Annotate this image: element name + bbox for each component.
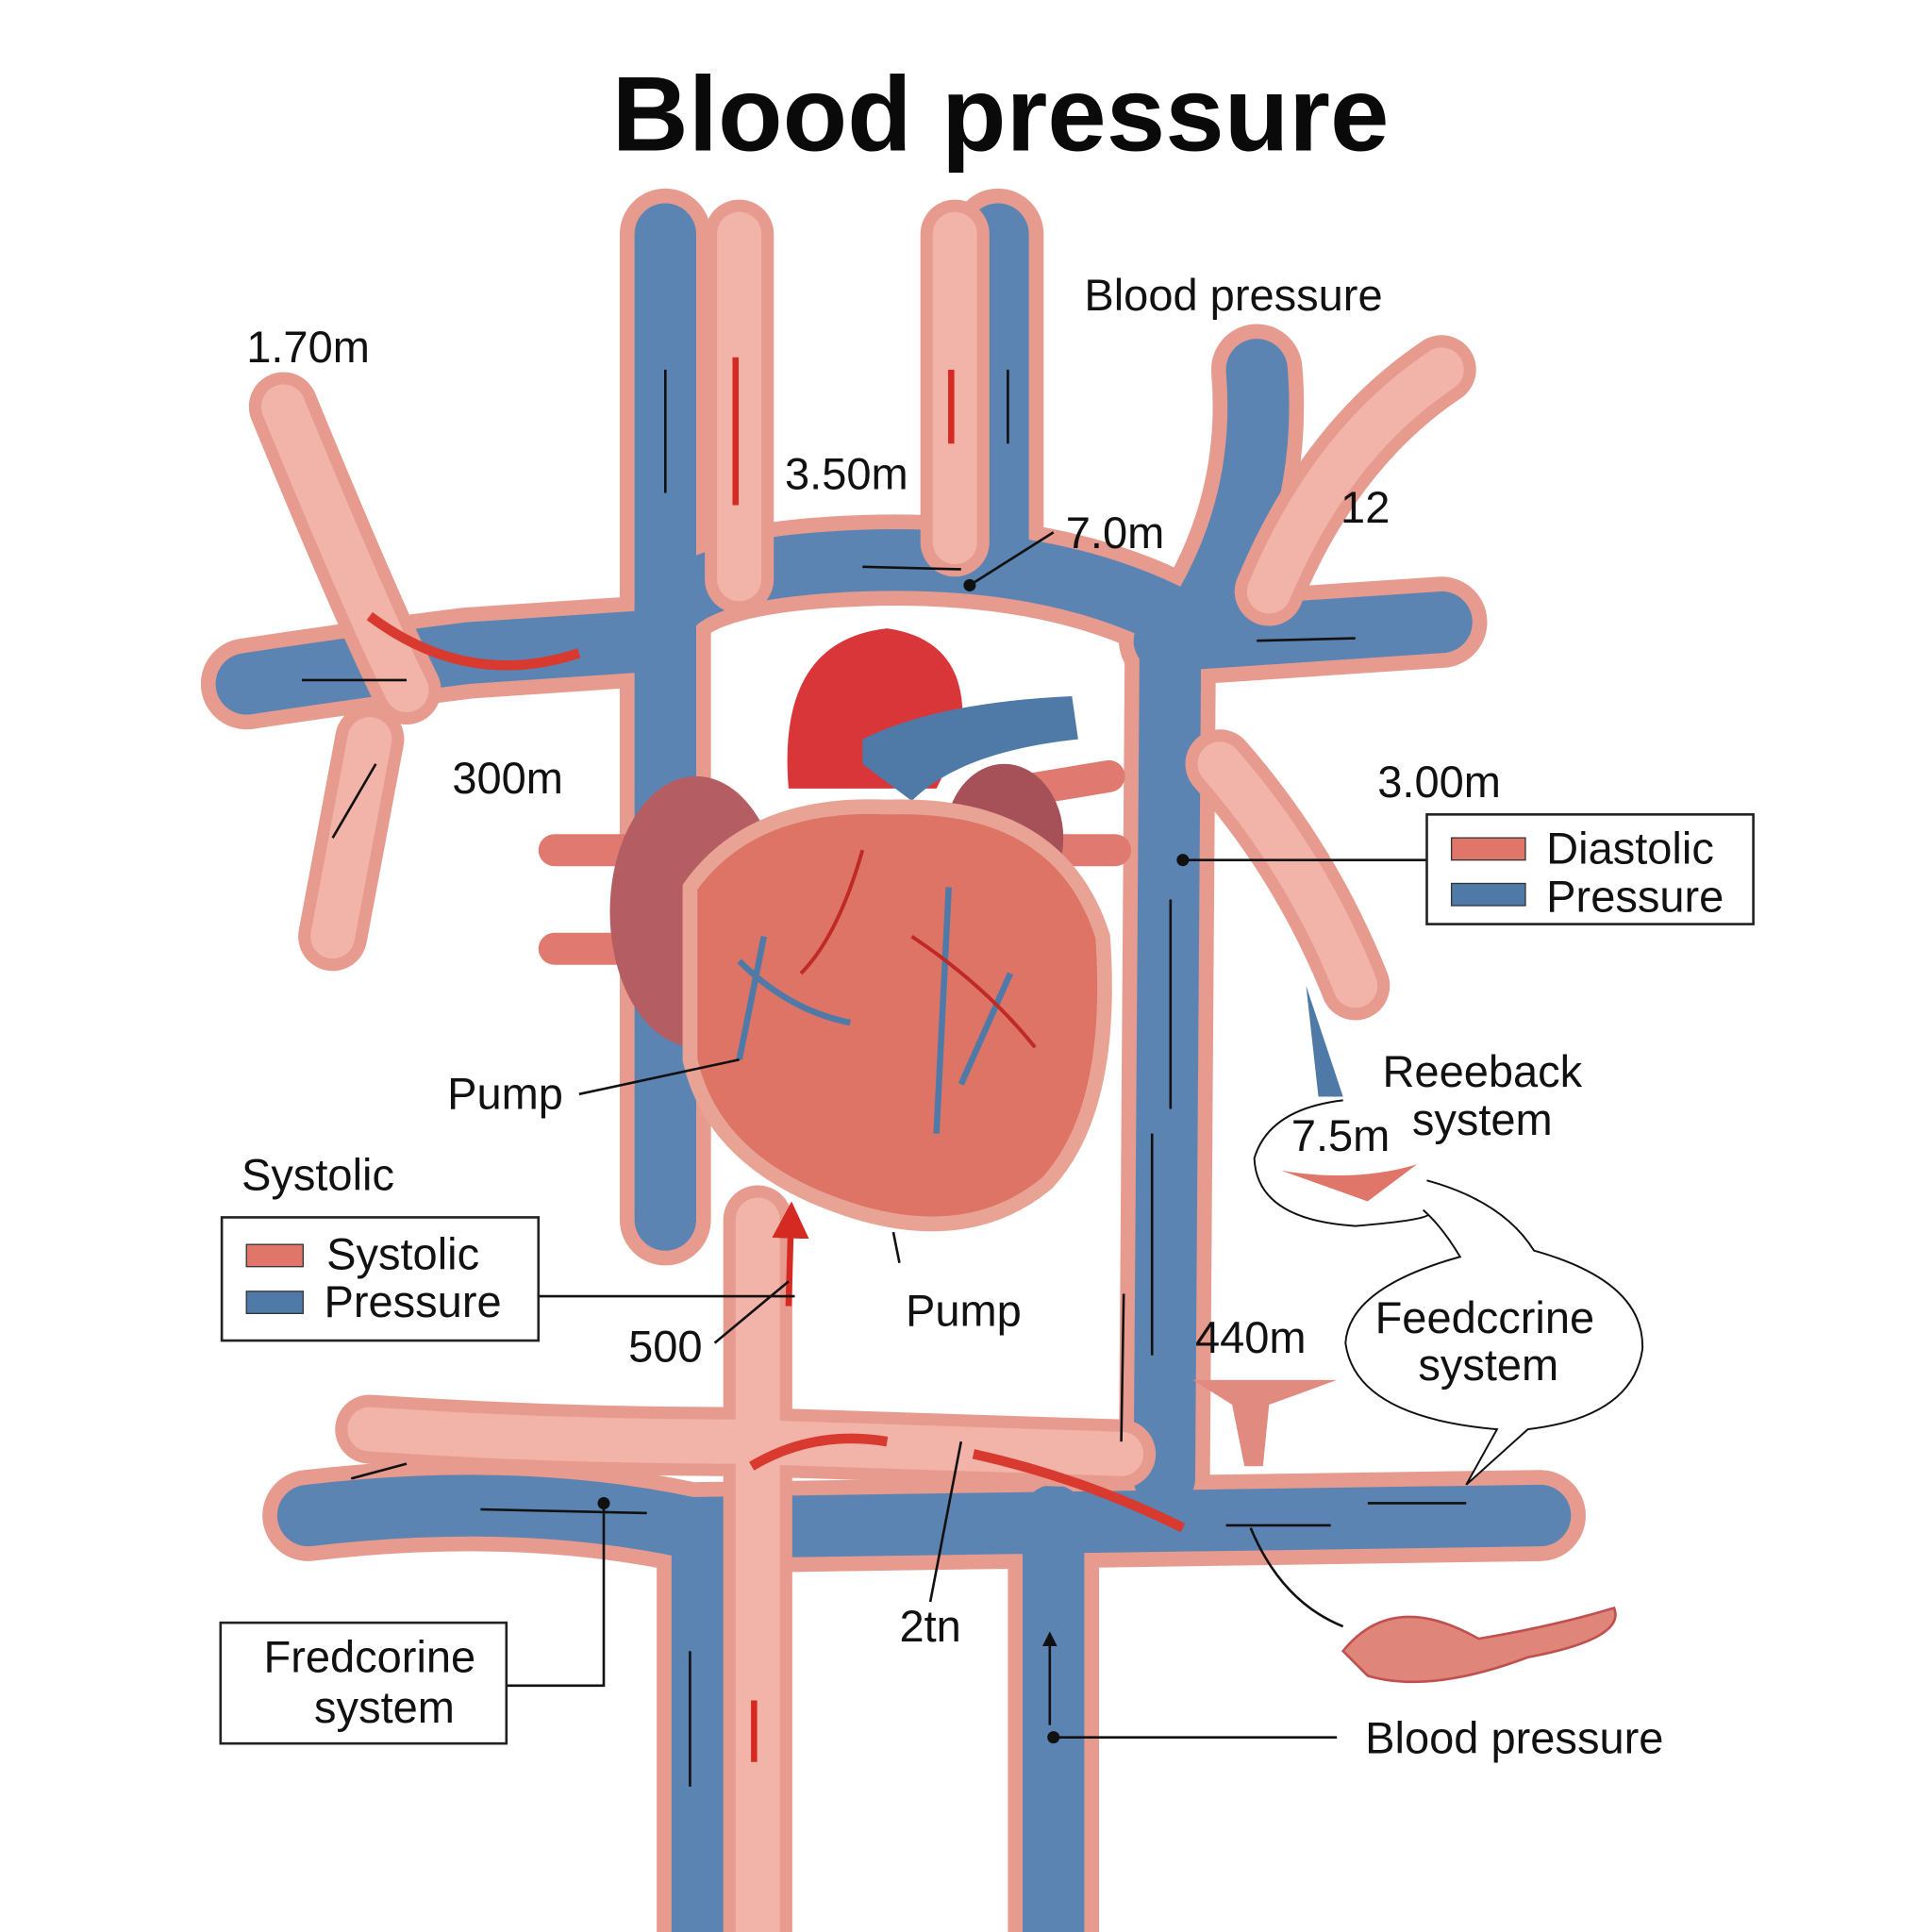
label-blood-pressure-top: Blood pressure: [1084, 270, 1382, 320]
label-300m: 300m: [452, 753, 563, 803]
label-pump-left: Pump: [447, 1069, 563, 1119]
legend-swatch-red: [1450, 837, 1526, 861]
callout-reeeback: Reeeback system 7.5m: [1253, 1046, 1583, 1227]
label-440m: 440m: [1195, 1312, 1307, 1362]
legend-label: Pressure: [325, 1276, 502, 1326]
label-pump-center: Pump: [906, 1285, 1022, 1335]
legend-swatch-blue: [1450, 882, 1526, 907]
legend-label: Diastolic: [1546, 824, 1714, 874]
leader-lines: [506, 531, 1430, 1744]
label-blood-pressure-bottom: Blood pressure: [1365, 1713, 1663, 1763]
flow-arrows: [302, 357, 1467, 1787]
gland-arrow-shape: [1192, 1379, 1338, 1467]
legend-swatch-red: [245, 1243, 304, 1268]
callout-fredcorine: Fredcorine system: [219, 1621, 508, 1745]
kidney-shape: [1341, 1606, 1617, 1684]
label-1-70m: 1.70m: [246, 322, 370, 372]
callout-feedccrine: Feedccrine system: [1344, 1179, 1644, 1486]
svg-text:Fredcorine: Fredcorine: [263, 1631, 475, 1681]
legend-label: Systolic: [326, 1228, 479, 1278]
legend-systolic: Systolic Pressure: [220, 1216, 541, 1342]
heart-illustration: [538, 628, 1132, 1232]
label-12: 12: [1341, 482, 1390, 532]
pulmonary-artery: [862, 695, 1078, 801]
label-3-00m: 3.00m: [1377, 757, 1501, 807]
coronary-arteries: [799, 849, 1037, 1049]
page-title: Blood pressure: [612, 54, 1390, 173]
gland-shape: [1281, 1164, 1418, 1202]
side-vessels: [538, 759, 1132, 965]
label-systolic-heading: Systolic: [242, 1150, 394, 1200]
legend-label: Pressure: [1546, 872, 1724, 922]
label-500: 500: [628, 1321, 702, 1371]
label-2tn: 2tn: [899, 1601, 960, 1651]
artery-paths: [248, 199, 1476, 1932]
legend-swatch-blue: [245, 1291, 304, 1314]
svg-text:Reeeback: Reeeback: [1382, 1046, 1582, 1096]
label-7-5m: 7.5m: [1291, 1110, 1391, 1160]
label-7-0m: 7.0m: [1066, 508, 1165, 558]
svg-text:system: system: [1412, 1094, 1553, 1144]
vessel-network: [200, 188, 1586, 1932]
ventricles: [682, 799, 1112, 1232]
svg-text:system: system: [1418, 1340, 1558, 1390]
label-3-50m: 3.50m: [785, 449, 908, 499]
legend-diastolic: Diastolic Pressure: [1425, 813, 1755, 925]
coronary-veins: [736, 887, 1014, 1134]
svg-text:system: system: [314, 1682, 455, 1732]
svg-text:Feedccrine: Feedccrine: [1375, 1292, 1595, 1342]
